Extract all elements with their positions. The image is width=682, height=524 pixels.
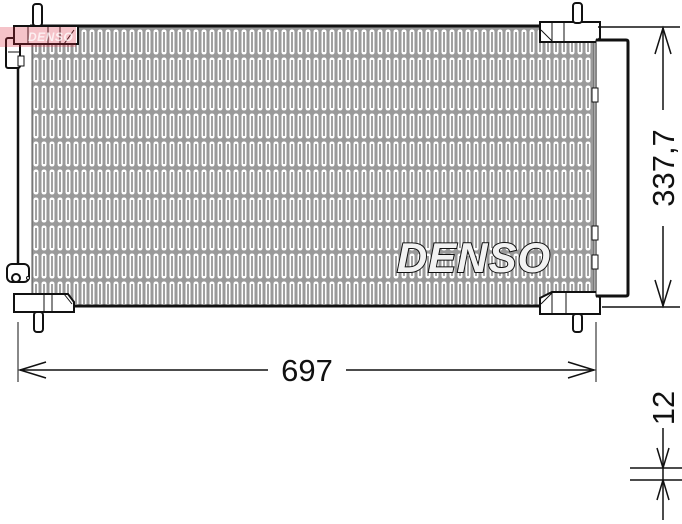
svg-text:DENSO: DENSO bbox=[397, 234, 551, 281]
depth-dimension: 12 bbox=[630, 391, 682, 520]
top-left-pin bbox=[32, 3, 43, 27]
width-dimension: 697 bbox=[17, 322, 597, 388]
svg-text:697: 697 bbox=[281, 353, 333, 388]
inlet-pipe bbox=[5, 37, 30, 283]
bottom-right-pin bbox=[572, 313, 583, 333]
top-right-pin bbox=[572, 2, 583, 24]
receiver-drier bbox=[591, 38, 630, 298]
bottom-left-pin bbox=[33, 311, 44, 333]
condenser-core bbox=[30, 24, 596, 308]
svg-text:12: 12 bbox=[646, 391, 681, 425]
bottom-left-bracket bbox=[13, 293, 75, 313]
svg-text:337,7: 337,7 bbox=[646, 129, 681, 207]
bottom-right-bracket bbox=[539, 291, 601, 315]
brand-logo: DENSO bbox=[396, 233, 551, 282]
top-right-bracket bbox=[539, 21, 601, 43]
height-dimension: 337,7 bbox=[598, 25, 681, 309]
top-left-bracket bbox=[13, 25, 79, 45]
